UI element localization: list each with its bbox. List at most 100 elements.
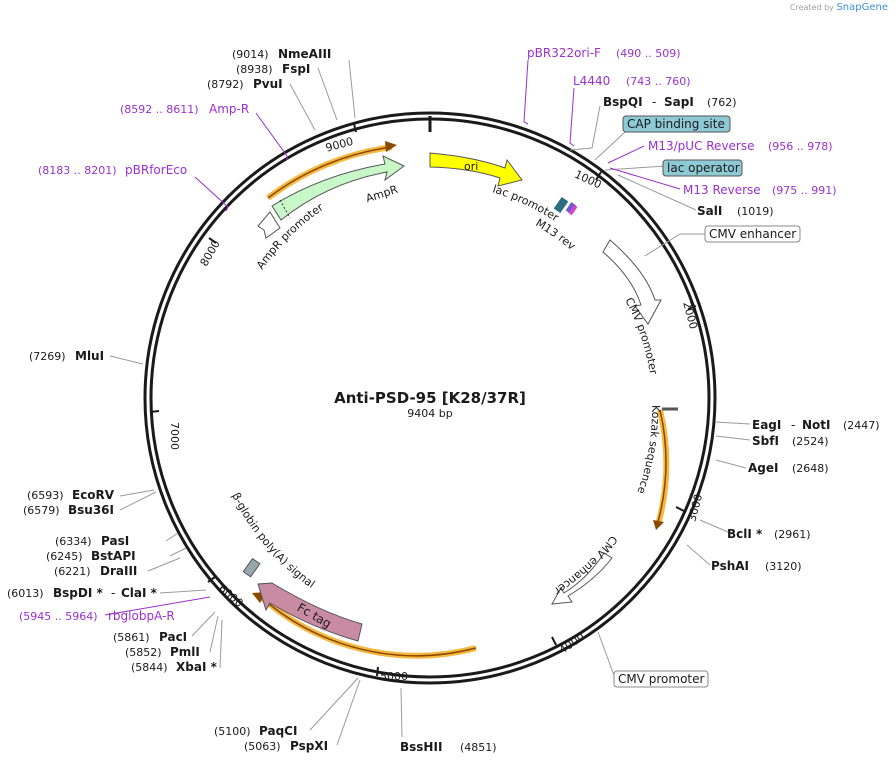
site-name: PasI bbox=[101, 534, 129, 548]
site-sep: - bbox=[791, 418, 795, 432]
primer-range: (5945 .. 5964) bbox=[19, 610, 98, 623]
site-pos: (8792) bbox=[207, 78, 244, 91]
tick-label: 1000 bbox=[573, 168, 604, 192]
site-name: PaqCI bbox=[259, 724, 297, 738]
callout-box-cmv-promoter: CMV promoter bbox=[613, 670, 709, 688]
site-pos: (6579) bbox=[23, 504, 60, 517]
beta-globin-marker bbox=[242, 557, 261, 578]
site-name: AgeI bbox=[748, 461, 778, 475]
callout-label: CMV promoter bbox=[618, 672, 705, 686]
site-name: PmlI bbox=[170, 645, 200, 659]
site-pos: (5063) bbox=[244, 740, 281, 753]
callout-box-lac-operator: lac operator bbox=[662, 159, 743, 177]
site-pos: (5844) bbox=[131, 661, 168, 674]
primer-lines bbox=[104, 59, 681, 616]
site-name: MluI bbox=[75, 349, 104, 363]
site-pos: (1019) bbox=[737, 205, 774, 218]
site-name: EagI bbox=[752, 418, 781, 432]
primer-range: (975 .. 991) bbox=[772, 184, 837, 197]
site-pos: (4851) bbox=[460, 741, 497, 754]
ampr-label: AmpR bbox=[364, 183, 400, 206]
site-sep: - bbox=[652, 95, 656, 109]
tick-label: 3000 bbox=[685, 493, 705, 523]
tick-label: 8000 bbox=[198, 238, 223, 269]
site-name: BstAPI bbox=[91, 549, 136, 563]
callout-box-cap: CAP binding site bbox=[622, 115, 731, 133]
primer-range: (8183 .. 8201) bbox=[38, 164, 117, 177]
tick-label: 4000 bbox=[557, 630, 587, 657]
kozak-arrowhead bbox=[653, 520, 664, 530]
primer-name: M13/pUC Reverse bbox=[648, 139, 755, 153]
primer-range: (8592 .. 8611) bbox=[120, 103, 199, 116]
ampr-upper-arrowhead bbox=[385, 141, 397, 152]
site-pos: (2961) bbox=[774, 528, 811, 541]
kozak-label: Kozak sequence bbox=[634, 405, 662, 496]
site-name: BclI * bbox=[727, 527, 763, 541]
site-name: BssHII bbox=[400, 740, 442, 754]
cmv-enhancer-feature-1 bbox=[602, 239, 662, 325]
site-name: EcoRV bbox=[72, 488, 115, 502]
plasmid-name: Anti-PSD-95 [K28/37R] bbox=[334, 389, 526, 407]
site-pos: (5100) bbox=[214, 725, 251, 738]
callout-lines bbox=[109, 59, 751, 746]
cmv-enhancer-feature-2 bbox=[551, 552, 613, 605]
site-name: PvuI bbox=[253, 77, 283, 91]
site-name: ClaI * bbox=[121, 586, 158, 600]
primer-name: rbglobpA-R bbox=[108, 609, 175, 623]
site-pos: (762) bbox=[707, 96, 737, 109]
site-pos: (9014) bbox=[232, 48, 269, 61]
primer-range: (490 .. 509) bbox=[616, 47, 681, 60]
site-name: SalI bbox=[697, 204, 722, 218]
tick-label: 6000 bbox=[216, 582, 246, 610]
site-name: NmeAIII bbox=[278, 47, 331, 61]
cmv-enhancer-label-2: CMV enhancer bbox=[551, 533, 619, 598]
site-name: DraIII bbox=[100, 564, 137, 578]
site-name: PacI bbox=[159, 630, 187, 644]
callout-label: CMV enhancer bbox=[709, 227, 796, 241]
primer-range: (743 .. 760) bbox=[626, 75, 691, 88]
site-pos: (6221) bbox=[54, 565, 91, 578]
primer-name: pBR322ori-F bbox=[527, 46, 601, 60]
primer-name: M13 Reverse bbox=[683, 183, 761, 197]
primer-name: Amp-R bbox=[209, 102, 249, 116]
ampr-promoter-feature bbox=[257, 211, 281, 239]
site-labels: (9014) NmeAIII (8938) FspI (8792) PvuI B… bbox=[7, 47, 880, 754]
site-name: NotI bbox=[802, 418, 831, 432]
site-pos: (6593) bbox=[27, 489, 64, 502]
plasmid-length: 9404 bp bbox=[407, 407, 452, 420]
site-name: SapI bbox=[664, 95, 694, 109]
site-pos: (5861) bbox=[113, 631, 150, 644]
site-pos: (2447) bbox=[843, 419, 880, 432]
ampr-upper-arc-core bbox=[267, 146, 393, 199]
ampr-feature bbox=[271, 155, 405, 221]
ori-feature: ori bbox=[429, 152, 523, 187]
site-name: SbfI bbox=[752, 434, 779, 448]
kozak-insert-arc-core bbox=[657, 409, 667, 523]
primer-range: (956 .. 978) bbox=[768, 140, 833, 153]
m13-rev-label: M13 rev bbox=[533, 216, 578, 253]
primer-name: L4440 bbox=[573, 74, 610, 88]
site-name: BspQI bbox=[603, 95, 643, 109]
callout-box-cmv-enhancer: CMV enhancer bbox=[704, 225, 801, 243]
site-sep: - bbox=[111, 586, 115, 600]
site-name: Bsu36I bbox=[68, 503, 114, 517]
lac-small-features bbox=[553, 196, 578, 216]
site-pos: (6245) bbox=[46, 550, 83, 563]
site-pos: (8938) bbox=[236, 63, 273, 76]
site-name: FspI bbox=[282, 62, 310, 76]
snapgene-brand: Created by SnapGene bbox=[790, 2, 888, 13]
site-pos: (6013) bbox=[7, 587, 44, 600]
callout-label: CAP binding site bbox=[627, 117, 725, 131]
tick-marks bbox=[149, 123, 697, 677]
primer-name: pBRforEco bbox=[125, 163, 187, 177]
site-pos: (3120) bbox=[765, 560, 802, 573]
site-pos: (6334) bbox=[55, 535, 92, 548]
tick-label: 2000 bbox=[680, 300, 700, 330]
site-pos: (7269) bbox=[29, 350, 66, 363]
callout-label: lac operator bbox=[667, 161, 740, 175]
tick-label: 7000 bbox=[168, 422, 181, 450]
primer-labels: pBR322ori-F (490 .. 509) L4440 (743 .. 7… bbox=[19, 46, 837, 623]
site-name: BspDI * bbox=[53, 586, 103, 600]
site-name: PspXI bbox=[290, 739, 328, 753]
